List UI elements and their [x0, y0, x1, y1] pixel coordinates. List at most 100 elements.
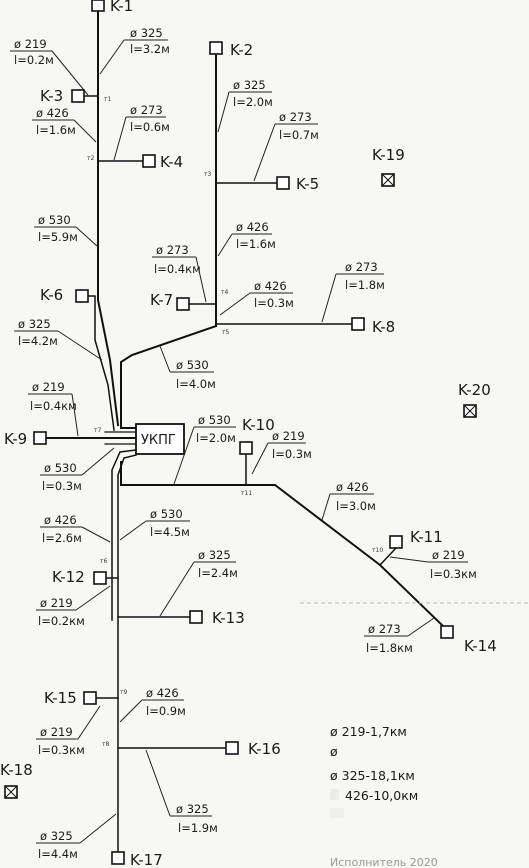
well-k5-label: K-5	[296, 175, 319, 193]
annotation-p25: ø 426 l=0.9м	[119, 686, 186, 723]
well-k10-label: K-10	[242, 416, 275, 434]
well-k13-label: K-13	[212, 609, 245, 627]
pipelines	[34, 7, 445, 856]
well-k12[interactable]	[93, 571, 107, 585]
well-k7[interactable]	[176, 297, 190, 311]
well-k4[interactable]	[142, 154, 156, 168]
p25-length: l=0.9м	[146, 704, 186, 718]
trunk-south-a	[111, 449, 137, 621]
node-t5: т5	[222, 329, 229, 336]
trunk-south-b	[117, 454, 137, 856]
trunk-k1-ukpg	[97, 7, 120, 427]
well-k6-label: K-6	[40, 286, 63, 304]
well-k17[interactable]	[111, 851, 125, 865]
p17-length: l=0.3м	[42, 479, 82, 493]
p06-diameter: ø 273	[279, 110, 312, 124]
well-k1[interactable]	[91, 0, 105, 12]
well-k16-label: K-16	[248, 740, 281, 758]
trunk-t5-ukpg	[120, 324, 218, 429]
annotation-p15: ø 530 l=2.0м	[173, 413, 236, 485]
p01-length: l=3.2м	[130, 42, 170, 56]
p20-length: l=4.5м	[150, 525, 190, 539]
ukpg-station[interactable]: УКПГ	[135, 423, 185, 455]
well-k9[interactable]	[33, 431, 47, 445]
pipe-annotations: ø 325 l=3.2м ø 219 l=0.2м ø 426 l=1.6м ø…	[10, 26, 477, 861]
p07-diameter: ø 530	[38, 213, 71, 227]
p06-length: l=0.7м	[279, 128, 319, 142]
annotation-p02: ø 219 l=0.2м	[10, 37, 89, 96]
p18-length: l=3.0м	[336, 499, 376, 513]
p01-diameter: ø 325	[130, 26, 163, 40]
well-k2[interactable]	[209, 41, 223, 55]
node-t10: т10	[372, 547, 383, 554]
p23-diameter: ø 219	[40, 596, 73, 610]
p19-length: l=2.6м	[42, 531, 82, 545]
p21-diameter: ø 219	[432, 548, 465, 562]
annotation-p12: ø 325 l=4.2м	[14, 317, 103, 361]
p07-length: l=5.9м	[38, 230, 78, 244]
p16-length: l=0.3м	[272, 447, 312, 461]
well-k20[interactable]	[463, 404, 477, 418]
well-k1-label: K-1	[110, 0, 133, 15]
p27-length: l=1.9м	[178, 821, 218, 835]
legend-swatch	[330, 789, 339, 800]
annotation-p09: ø 273 l=0.4км	[152, 243, 207, 303]
p11-length: l=1.8м	[345, 278, 385, 292]
p10-diameter: ø 426	[254, 279, 287, 293]
node-t11: т11	[241, 490, 252, 497]
annotation-p16: ø 219 l=0.3м	[251, 429, 312, 475]
well-k10[interactable]	[239, 441, 253, 455]
annotation-p23: ø 219 l=0.2км	[36, 585, 111, 628]
p24-diameter: ø 273	[368, 622, 401, 636]
p09-diameter: ø 273	[156, 243, 189, 257]
legend-faint-mark	[330, 808, 344, 818]
well-k12-label: K-12	[52, 568, 85, 586]
annotation-p26: ø 219 l=0.3км	[36, 705, 101, 757]
p08-diameter: ø 426	[236, 220, 269, 234]
p02-diameter: ø 219	[14, 37, 47, 51]
well-k19[interactable]	[381, 173, 395, 187]
well-k11[interactable]	[389, 535, 403, 549]
well-k15[interactable]	[83, 691, 97, 705]
annotation-p21: ø 219 l=0.3км	[389, 548, 477, 581]
node-t3: т3	[204, 171, 211, 178]
annotation-p13: ø 530 l=4.0м	[159, 345, 216, 391]
p19-diameter: ø 426	[44, 513, 77, 527]
well-k8[interactable]	[351, 317, 365, 331]
well-k3[interactable]	[71, 89, 85, 103]
well-k5[interactable]	[276, 176, 290, 190]
well-k16[interactable]	[225, 741, 239, 755]
legend-line-3: ø 325-18,1км	[330, 768, 415, 783]
p05-length: l=2.0м	[233, 95, 273, 109]
well-k18[interactable]	[4, 785, 18, 799]
p02-length: l=0.2м	[14, 53, 54, 67]
p12-diameter: ø 325	[18, 317, 51, 331]
p15-diameter: ø 530	[198, 413, 231, 427]
well-k19-label: K-19	[372, 146, 405, 164]
annotation-p10: ø 426 l=0.3м	[219, 279, 294, 316]
p10-length: l=0.3м	[254, 296, 294, 310]
annotation-p07: ø 530 l=5.9м	[34, 213, 98, 247]
p27-diameter: ø 325	[176, 802, 209, 816]
annotation-p06: ø 273 l=0.7м	[253, 110, 319, 182]
annotation-p20: ø 530 l=4.5м	[119, 507, 190, 541]
p23-length: l=0.2км	[38, 614, 85, 628]
annotation-p28: ø 325 l=4.4м	[36, 813, 117, 861]
well-k13[interactable]	[189, 610, 203, 624]
well-k17-label: K-17	[130, 851, 163, 868]
well-k14[interactable]	[440, 625, 454, 639]
node-t1: т1	[104, 96, 111, 103]
p25-diameter: ø 426	[146, 686, 179, 700]
p03-length: l=1.6м	[36, 123, 76, 137]
p11-diameter: ø 273	[345, 260, 378, 274]
well-k7-label: K-7	[150, 291, 173, 309]
p22-length: l=2.4м	[198, 566, 238, 580]
annotation-p27: ø 325 l=1.9м	[145, 749, 218, 835]
node-t9: т9	[120, 689, 127, 696]
legend-line-2: ø	[330, 744, 338, 759]
p09-length: l=0.4км	[154, 262, 201, 276]
well-k6[interactable]	[75, 289, 89, 303]
p17-diameter: ø 530	[44, 461, 77, 475]
p24-length: l=1.8км	[366, 641, 413, 655]
